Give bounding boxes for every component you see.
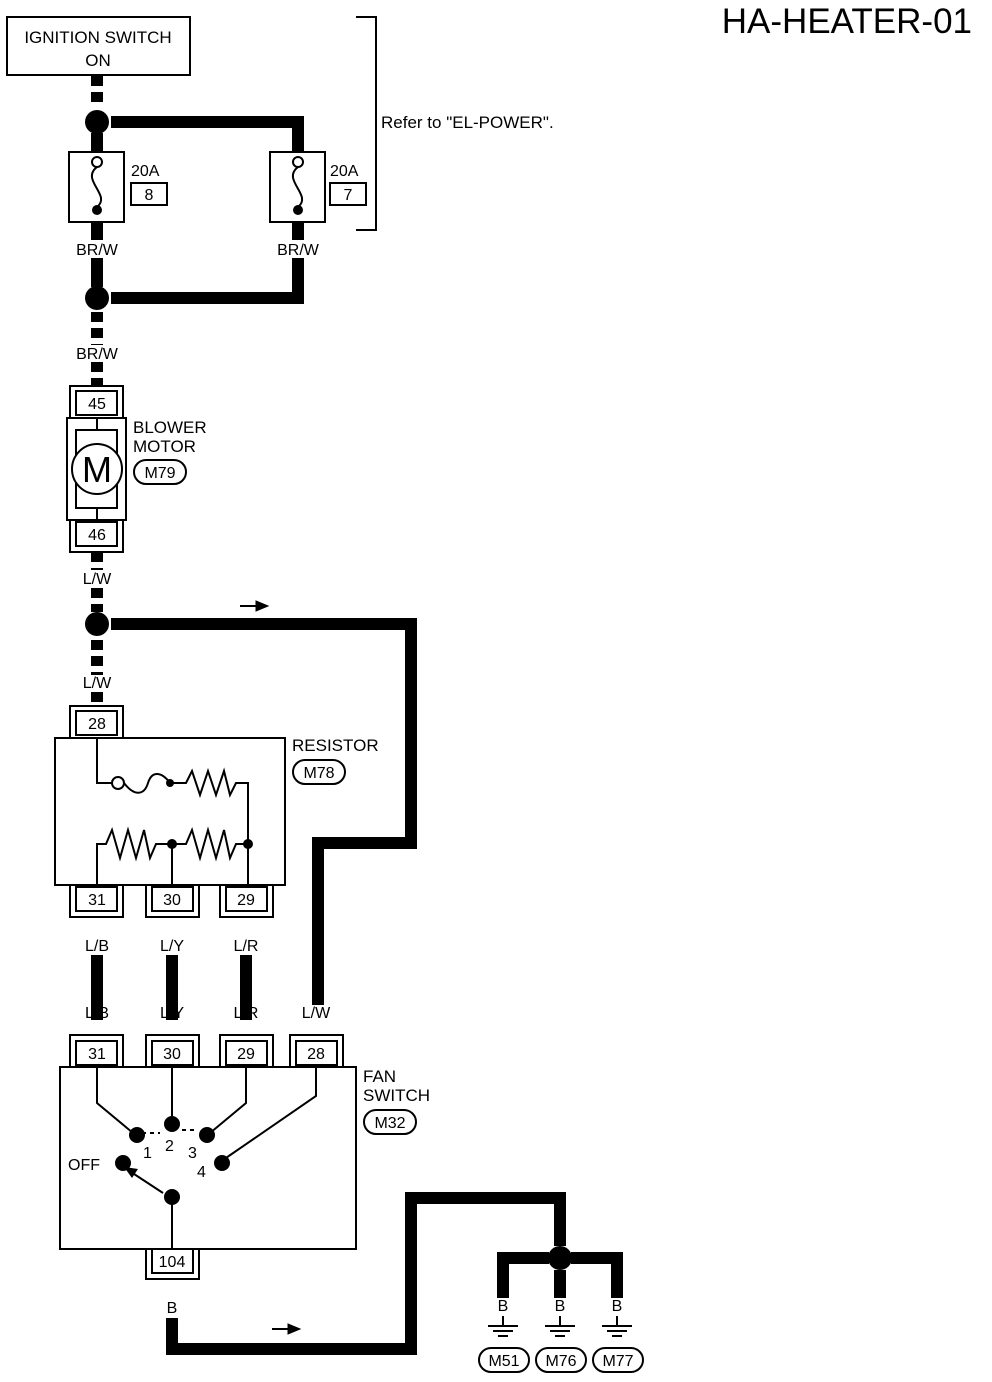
splice-dots	[85, 110, 572, 1270]
blower-label-2: MOTOR	[133, 437, 196, 456]
wire-color-b-g1: B	[498, 1298, 509, 1315]
fan-switch: 31 30 29 28 OFF 1 2 3 4 10	[59, 1034, 430, 1280]
switch-contacts	[115, 1116, 230, 1205]
refer-note: Refer to "EL-POWER".	[381, 113, 554, 132]
wire-color-brw-1: BR/W	[76, 242, 119, 259]
ground-symbol-m51	[488, 1316, 518, 1337]
motor-symbol: M	[82, 449, 112, 490]
wire-color-ly-1: L/Y	[160, 938, 184, 955]
fan-switch-connector-id: M32	[374, 1115, 405, 1132]
diagram-title: HA-HEATER-01	[722, 2, 972, 41]
ground-m76: M76	[545, 1353, 576, 1370]
wire-color-lw-3: L/W	[302, 1005, 331, 1022]
switch-pos-1: 1	[143, 1145, 152, 1162]
ignition-state: ON	[85, 51, 111, 70]
fuse-7-number: 7	[344, 187, 353, 204]
power-wires	[91, 76, 623, 1355]
switch-term-29: 29	[237, 1046, 255, 1063]
wire-color-b-g3: B	[612, 1298, 623, 1315]
switch-pos-off: OFF	[68, 1157, 100, 1174]
wire-color-lb-1: L/B	[85, 938, 109, 955]
ground-m51: M51	[488, 1353, 519, 1370]
wire-color-b-g2: B	[555, 1298, 566, 1315]
blower-connector-id: M79	[144, 465, 175, 482]
wire-color-lr-2: L/R	[234, 1005, 259, 1022]
switch-term-31: 31	[88, 1046, 106, 1063]
blower-term-45: 45	[88, 396, 106, 413]
fuse-7: 20A 7	[269, 151, 367, 223]
ground-symbol-m77	[602, 1316, 632, 1337]
switch-pos-3: 3	[188, 1145, 197, 1162]
wire-color-lw-2: L/W	[83, 675, 112, 692]
ignition-label: IGNITION SWITCH	[24, 28, 171, 47]
wire-color-labels: BR/W BR/W BR/W L/W L/W L/B L/Y L/R L/B L…	[76, 242, 622, 1317]
fan-switch-label-1: FAN	[363, 1067, 396, 1086]
fuse-8-number: 8	[145, 187, 154, 204]
resistor: 28 31 30 29 RESISTOR M78	[54, 705, 379, 918]
switch-pos-2: 2	[165, 1138, 174, 1155]
resistor-term-31: 31	[88, 892, 106, 909]
blower-label-1: BLOWER	[133, 418, 207, 437]
switch-term-30: 30	[163, 1046, 181, 1063]
ground-symbol-m76	[545, 1316, 575, 1337]
switch-term-28: 28	[307, 1046, 325, 1063]
resistor-term-29: 29	[237, 892, 255, 909]
fuse-8: 20A 8	[68, 151, 168, 223]
flow-arrows	[240, 600, 302, 1335]
blower-term-46: 46	[88, 527, 106, 544]
grounds: M51 M76 M77	[478, 1316, 644, 1373]
resistor-term-30: 30	[163, 892, 181, 909]
blower-motor: 45 M 46 BLOWER MOTOR M79	[66, 385, 207, 553]
switch-pos-4: 4	[197, 1164, 206, 1181]
wire-color-lr-1: L/R	[234, 938, 259, 955]
wire-color-ly-2: L/Y	[160, 1005, 184, 1022]
el-power-bracket: Refer to "EL-POWER".	[356, 16, 554, 231]
fuse-7-rating: 20A	[330, 163, 359, 180]
switch-term-104: 104	[159, 1254, 186, 1271]
ignition-switch: IGNITION SWITCH ON	[6, 16, 191, 76]
fan-switch-connectors	[69, 1034, 344, 1068]
fan-switch-label-2: SWITCH	[363, 1086, 430, 1105]
resistor-term-28: 28	[88, 716, 106, 733]
resistor-connectors	[69, 884, 274, 918]
wire-color-lw-1: L/W	[83, 571, 112, 588]
wire-color-b-switch: B	[167, 1300, 178, 1317]
switch-arm-arrow	[124, 1167, 138, 1178]
wire-color-lb-2: L/B	[85, 1005, 109, 1022]
resistor-connector-id: M78	[303, 765, 334, 782]
ground-m77: M77	[602, 1353, 633, 1370]
wire-color-brw-3: BR/W	[76, 346, 119, 363]
fuse-8-rating: 20A	[131, 163, 160, 180]
wire-color-brw-2: BR/W	[277, 242, 320, 259]
resistor-label: RESISTOR	[292, 736, 379, 755]
